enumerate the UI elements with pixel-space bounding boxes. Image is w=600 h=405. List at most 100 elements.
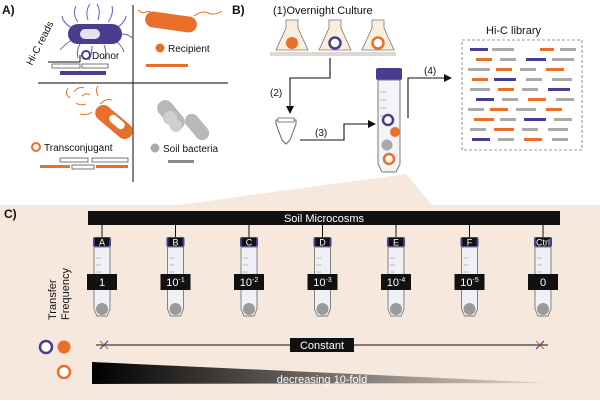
hic-library-title: Hi-C library — [486, 25, 542, 37]
tube-label-bg — [315, 238, 330, 246]
library-read-3-0 — [472, 78, 488, 81]
flask-recipient-icon — [275, 19, 309, 51]
frequency-box — [307, 274, 338, 290]
library-read-3-3 — [552, 78, 572, 81]
frequency-box — [87, 274, 117, 290]
tube-label-bg — [389, 238, 403, 246]
frequency-box — [234, 274, 264, 290]
library-read-8-3 — [548, 128, 568, 131]
transconjugant-cell-icon — [65, 85, 133, 139]
transconjugant-marker-icon — [31, 142, 41, 152]
recipient-legend-icon — [57, 340, 71, 354]
frequency-box — [381, 274, 411, 290]
constant-label: Constant — [300, 340, 344, 352]
step2-label: (2) — [270, 88, 282, 99]
soil-microcosms-banner-text: Soil Microcosms — [284, 213, 365, 225]
tube-label: Ctrl — [536, 238, 550, 248]
transfer-frequency-line1: Transfer — [47, 279, 59, 320]
decreasing-wedge — [92, 362, 550, 384]
recipient-read-icon — [146, 64, 188, 67]
soil-bacteria-label: Soil bacteria — [163, 144, 218, 155]
tube-label-bg — [95, 238, 109, 246]
soil-microcosm-tube-icon — [376, 68, 402, 173]
frequency-value: 10-3 — [313, 277, 332, 289]
tube-label: A — [99, 238, 105, 248]
flask-transconjugant-icon — [361, 19, 395, 51]
constant-left-marker — [99, 340, 109, 350]
frequency-value: 10-1 — [166, 277, 185, 289]
donor-marker-icon — [81, 50, 91, 60]
tube-label: D — [319, 238, 326, 248]
microcosm-tube-a: A1 — [87, 225, 117, 317]
frequency-value: 1 — [99, 277, 105, 289]
hic-library-box — [461, 39, 583, 151]
frequency-box — [160, 274, 191, 290]
library-read-2-1 — [496, 68, 512, 71]
frequency-box — [454, 274, 485, 290]
donor-label: Donor — [92, 51, 120, 62]
microcosm-tube-e: E 10-4 — [381, 225, 411, 317]
soil-bacteria-marker-icon — [150, 143, 160, 153]
tube-label-bg — [536, 238, 550, 246]
library-read-5-1 — [502, 98, 518, 101]
tube-label-bg — [168, 238, 183, 246]
hic-reads-label: Hi-C reads — [25, 20, 57, 68]
overnight-culture-label: (1)Overnight Culture — [273, 5, 373, 17]
recipient-cell-icon — [137, 9, 223, 33]
library-read-7-2 — [524, 118, 546, 121]
library-read-4-2 — [522, 88, 538, 91]
step2-arrowhead — [286, 106, 294, 114]
library-read-3-1 — [494, 78, 516, 81]
library-read-9-2 — [524, 138, 542, 141]
library-read-5-3 — [556, 98, 574, 101]
library-read-4-1 — [498, 88, 514, 91]
frequency-value: 0 — [540, 277, 546, 289]
transfer-frequency-line2: Frequency — [60, 268, 72, 320]
panel-c-letter: C) — [4, 207, 17, 221]
library-read-1-3 — [552, 58, 574, 61]
library-read-6-0 — [468, 108, 484, 111]
constant-label-bg — [290, 338, 354, 352]
microcosm-tube-f: F10-5 — [454, 225, 485, 317]
culture-shelf — [270, 52, 396, 56]
frequency-value: 10-5 — [460, 277, 479, 289]
soil-bacteria-icon — [157, 100, 210, 141]
step3-arrowhead — [368, 120, 376, 128]
transfer-frequency-label: Transfer Frequency — [47, 268, 72, 320]
library-read-8-0 — [470, 128, 486, 131]
panel-c-background — [0, 174, 600, 400]
library-read-8-1 — [494, 128, 514, 131]
microcosm-tube-b: B10-1 — [160, 225, 191, 317]
library-read-6-3 — [546, 108, 562, 111]
transconjugant-label: Transconjugant — [44, 143, 113, 154]
library-read-9-3 — [552, 138, 568, 141]
eppendorf-tube-icon — [275, 117, 297, 145]
library-read-5-0 — [476, 98, 494, 101]
library-read-6-1 — [490, 108, 508, 111]
step4-arrowhead — [444, 74, 452, 82]
library-read-4-0 — [470, 88, 490, 91]
microcosm-tube-d: D 10-3 — [307, 225, 338, 317]
tube-label-bg — [462, 238, 477, 246]
library-read-4-3 — [548, 88, 570, 91]
tube-label-bg — [242, 238, 256, 246]
transconjugant-reads-icon — [40, 157, 129, 170]
library-read-5-2 — [528, 98, 546, 101]
soil-bacteria-read-icon — [168, 160, 194, 163]
library-read-0-3 — [560, 48, 576, 51]
library-read-7-3 — [554, 118, 572, 121]
library-read-9-1 — [498, 138, 514, 141]
library-read-0-2 — [540, 48, 554, 51]
library-read-7-1 — [500, 118, 516, 121]
library-read-9-0 — [472, 138, 490, 141]
decreasing-label: decreasing 10-fold — [277, 374, 368, 386]
library-read-0-1 — [492, 48, 514, 51]
tube-label: E — [393, 238, 399, 248]
soil-microcosms-banner — [88, 211, 560, 225]
frequency-value: 10-4 — [387, 277, 406, 289]
step2-arrow — [289, 58, 331, 108]
step4-arrow — [407, 77, 446, 118]
recipient-marker-icon — [155, 43, 165, 53]
